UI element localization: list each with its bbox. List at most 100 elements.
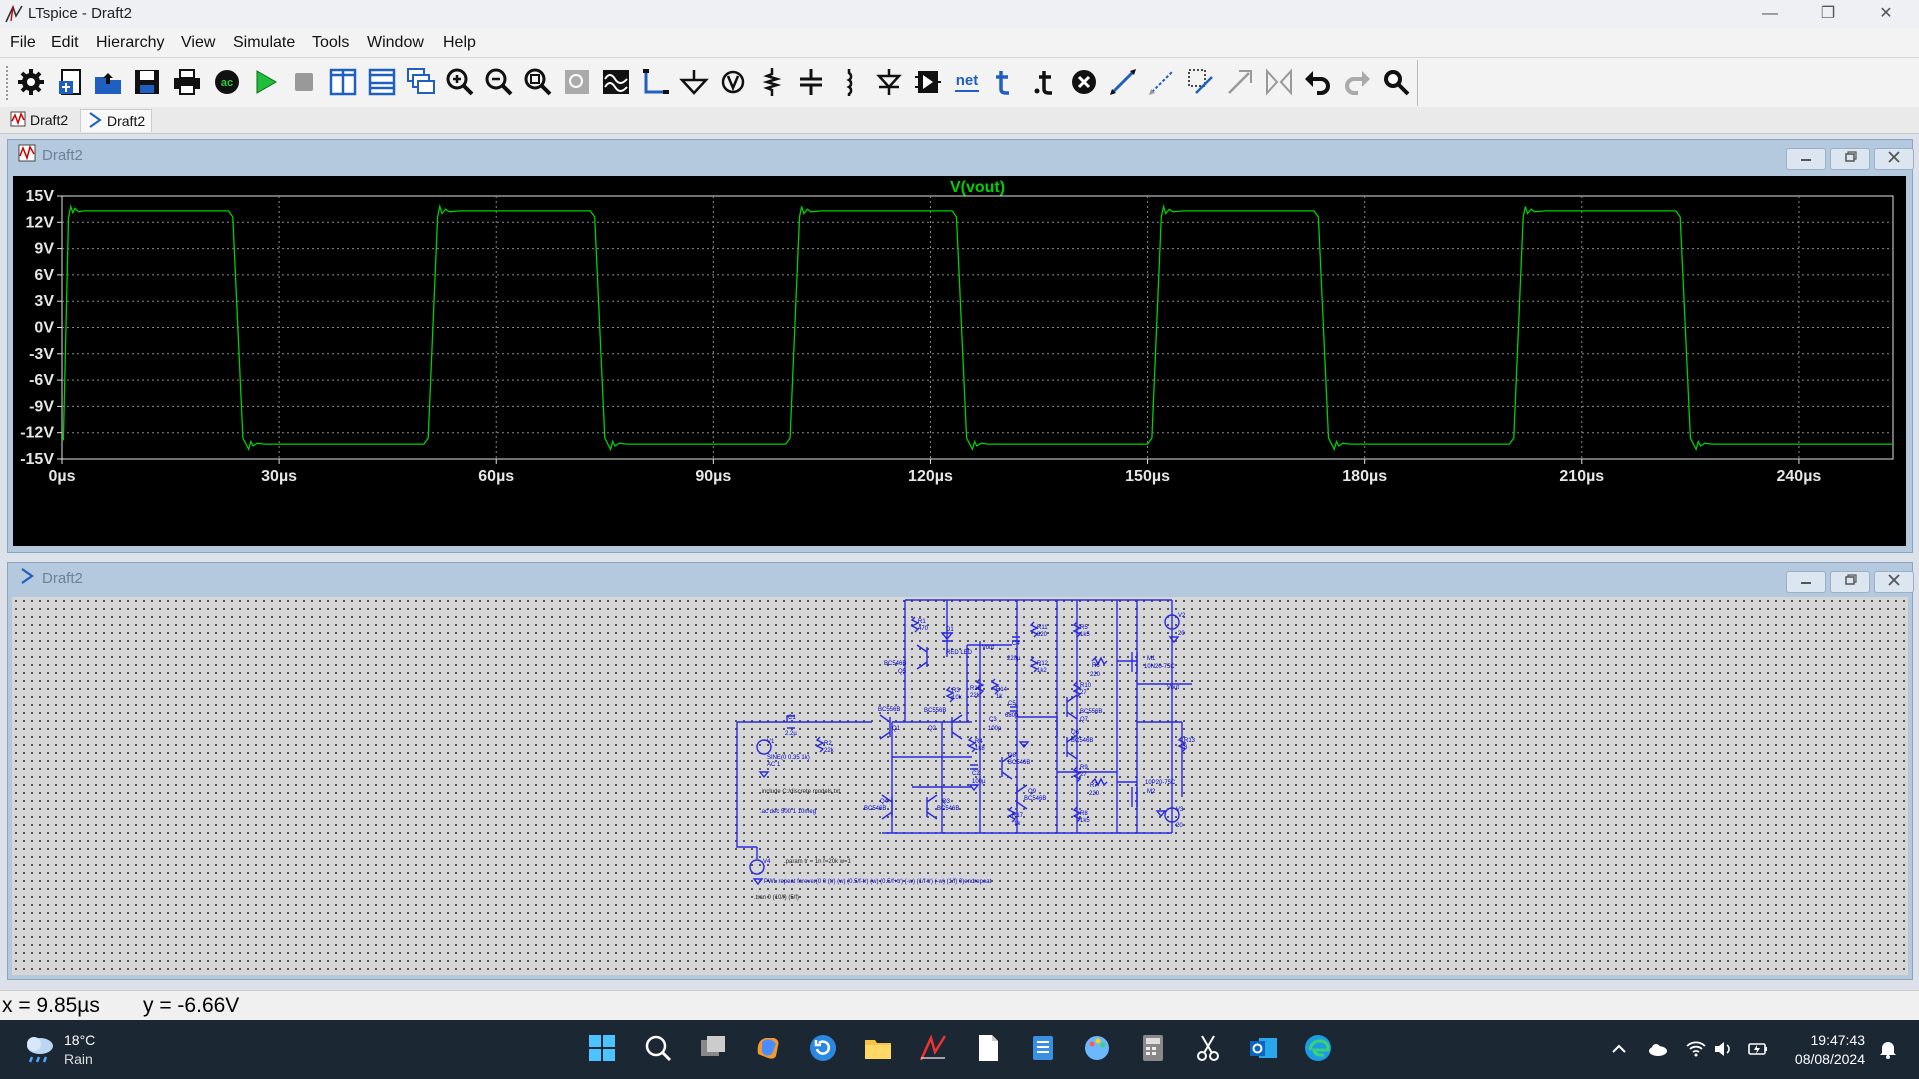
weather-button[interactable]	[20, 1030, 60, 1070]
toolbar-grip[interactable]	[6, 66, 12, 100]
print-button[interactable]	[171, 68, 203, 100]
notepad-button[interactable]	[970, 1032, 1006, 1068]
wifi-button[interactable]	[1685, 1038, 1709, 1062]
save-button[interactable]	[131, 68, 163, 100]
menu-file[interactable]: File	[10, 34, 36, 51]
run-button[interactable]	[249, 68, 281, 100]
schematic-close-button[interactable]	[1874, 571, 1914, 593]
schematic-drawing[interactable]: R1 470 D1 RED LED Vout C4 220µ R11 820 R…	[12, 597, 1908, 975]
new-schematic-button[interactable]	[55, 68, 87, 100]
inductor-button[interactable]	[834, 68, 866, 100]
mirror-button[interactable]	[1224, 68, 1256, 100]
svg-text:.include C:/discrete models.tx: .include C:/discrete models.txt	[760, 789, 840, 795]
close-button[interactable]: ✕	[1857, 0, 1915, 28]
svg-text:8: 8	[1184, 745, 1188, 751]
schematic-canvas[interactable]: R1 470 D1 RED LED Vout C4 220µ R11 820 R…	[12, 597, 1908, 975]
menu-hierarchy[interactable]: Hierarchy	[96, 34, 165, 51]
drag-button[interactable]	[1146, 68, 1178, 100]
label-button[interactable]	[717, 68, 749, 100]
menu-simulate[interactable]: Simulate	[233, 34, 296, 51]
plot-minimize-button[interactable]	[1786, 148, 1826, 170]
resistor-button[interactable]	[756, 67, 788, 100]
window-title: LTspice - Draft2	[28, 5, 132, 22]
diode-button[interactable]	[873, 68, 905, 100]
battery-button[interactable]	[1747, 1038, 1771, 1062]
schematic-minimize-button[interactable]	[1786, 571, 1826, 593]
capacitor-button[interactable]	[795, 68, 827, 100]
run-icon	[250, 67, 280, 102]
start-button[interactable]	[584, 1032, 620, 1068]
tab-waveform-draft2[interactable]: Draft2	[10, 109, 68, 131]
mirror-icon	[1225, 67, 1255, 102]
plot-close-button[interactable]	[1874, 148, 1914, 170]
refresh-app-button[interactable]	[805, 1032, 841, 1068]
tile-vertical-button[interactable]	[327, 68, 359, 100]
menu-view[interactable]: View	[181, 34, 216, 51]
taskbar-search-button[interactable]	[640, 1032, 676, 1068]
open-button[interactable]	[92, 68, 124, 100]
cascade-button[interactable]	[405, 67, 437, 100]
zoom-back-button[interactable]	[561, 68, 593, 100]
file-explorer-button[interactable]	[860, 1032, 896, 1068]
calculator-button[interactable]	[1135, 1032, 1171, 1068]
edge-button[interactable]	[1300, 1032, 1336, 1068]
svg-text:Vout: Vout	[1167, 685, 1179, 691]
tile-horizontal-button[interactable]	[366, 68, 398, 100]
settings-button[interactable]	[15, 68, 47, 100]
halt-button[interactable]	[288, 68, 320, 100]
redo-button[interactable]	[1341, 68, 1373, 100]
ground-button[interactable]	[678, 68, 710, 100]
svg-text:R15: R15	[970, 686, 982, 692]
svg-text:Q1: Q1	[892, 726, 901, 732]
spice-directive-button[interactable]	[1029, 68, 1061, 100]
onedrive-button[interactable]	[1647, 1038, 1671, 1062]
paint-button[interactable]	[1080, 1032, 1116, 1068]
new-schematic-icon	[56, 67, 86, 102]
flip-button[interactable]	[1263, 67, 1295, 100]
minimize-button[interactable]: —	[1741, 0, 1799, 28]
notifications-button[interactable]	[1877, 1038, 1901, 1062]
net-label-button[interactable]: net	[951, 68, 983, 100]
outlook-button[interactable]	[1245, 1032, 1281, 1068]
text-button[interactable]	[990, 68, 1022, 100]
menu-tools[interactable]: Tools	[312, 34, 350, 51]
delete-button[interactable]	[1068, 68, 1100, 100]
zoom-in-button[interactable]	[444, 68, 476, 100]
ltspice-taskbar-button[interactable]	[915, 1032, 951, 1068]
ground-icon	[679, 67, 709, 102]
net-label-icon: net	[952, 67, 982, 102]
find-button[interactable]	[1380, 68, 1412, 100]
tab-schematic-draft2[interactable]: Draft2	[80, 109, 153, 132]
zoom-fit-button[interactable]	[522, 68, 554, 100]
restore-button[interactable]: ❐	[1799, 0, 1857, 28]
tray-overflow-button[interactable]	[1608, 1038, 1632, 1062]
rotate-button[interactable]	[1185, 68, 1217, 100]
notes-button[interactable]	[1025, 1032, 1061, 1068]
svg-text:.tran 0 (10/f) (5/f): .tran 0 (10/f) (5/f)	[754, 895, 799, 901]
component-button[interactable]	[912, 68, 944, 100]
menu-edit[interactable]: Edit	[51, 34, 79, 51]
clock-time[interactable]: 19:47:43	[1810, 1032, 1866, 1048]
volume-button[interactable]	[1712, 1038, 1736, 1062]
svg-text:R4: R4	[975, 739, 983, 745]
zoom-out-button[interactable]	[483, 68, 515, 100]
svg-text:BC546B: BC546B	[937, 806, 959, 812]
weather-desc: Rain	[64, 1051, 93, 1067]
menu-window[interactable]: Window	[367, 34, 424, 51]
snipping-tool-button[interactable]	[1190, 1032, 1226, 1068]
svg-text:C4: C4	[1012, 641, 1020, 647]
copilot-button[interactable]	[750, 1032, 786, 1068]
undo-button[interactable]	[1302, 68, 1334, 100]
wire-button[interactable]	[639, 68, 671, 100]
plot-restore-button[interactable]	[1830, 148, 1870, 170]
ac-analysis-button[interactable]: ac	[211, 68, 243, 100]
move-button[interactable]	[1107, 68, 1139, 100]
schematic-restore-button[interactable]	[1830, 571, 1870, 593]
waveform-button[interactable]	[600, 68, 632, 100]
task-view-button[interactable]	[695, 1032, 731, 1068]
clock-date[interactable]: 08/08/2024	[1794, 1051, 1865, 1067]
menu-help[interactable]: Help	[443, 34, 476, 51]
notes-icon	[1027, 1032, 1059, 1069]
